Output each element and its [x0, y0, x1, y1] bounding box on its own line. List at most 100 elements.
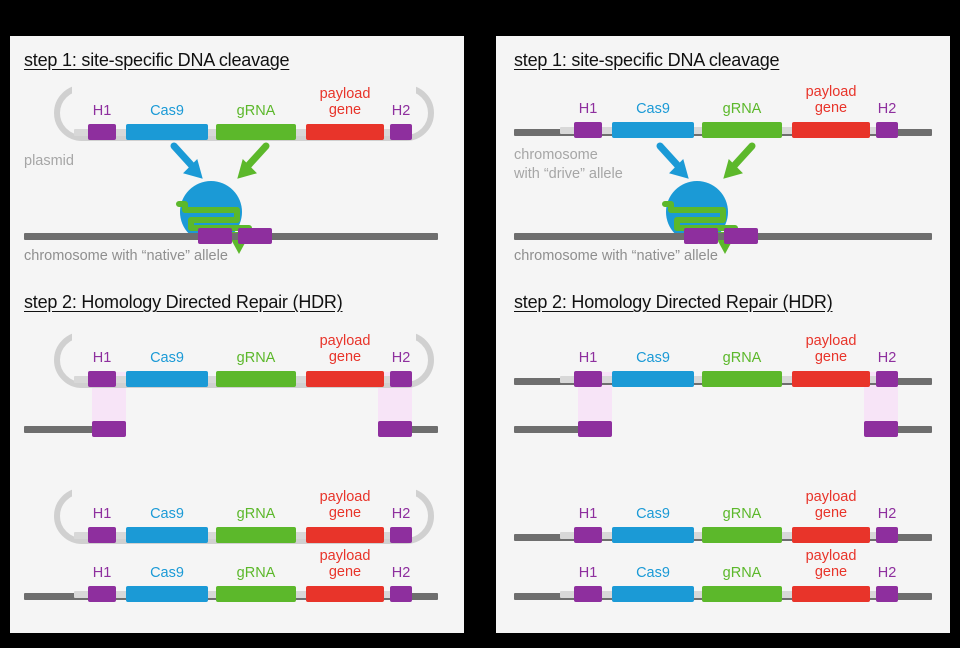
gene-label-cas9: Cas9	[636, 565, 670, 581]
gene-label-payload-line1: payload	[805, 84, 857, 100]
right-result-construct-2: H1 Cas9 gRNA payload gene H2	[560, 549, 898, 602]
gene-label-grna: gRNA	[722, 506, 762, 522]
gene-label-h2: H2	[877, 565, 897, 581]
cut-chromosome-h1-block	[92, 421, 126, 437]
gene-label-cas9: Cas9	[150, 103, 184, 119]
gene-label-h1: H1	[578, 565, 598, 581]
gene-label-cas9: Cas9	[150, 565, 184, 581]
arrow-cas9-to-complex	[170, 142, 203, 179]
panel-plasmid-drive: step 1: site-specific DNA cleavage H1 Ca…	[10, 36, 464, 633]
gene-block-h2	[390, 586, 412, 602]
gene-block-grna	[702, 586, 782, 602]
right-step2-title: step 2: Homology Directed Repair (HDR)	[514, 292, 833, 312]
gene-label-h2: H2	[877, 506, 897, 522]
gene-block-payload	[306, 527, 384, 543]
gene-label-h1: H1	[92, 506, 112, 522]
gene-label-h1: H1	[92, 350, 112, 366]
gene-block-h1	[88, 124, 116, 140]
gene-block-h1	[574, 122, 602, 138]
gene-label-h2: H2	[391, 103, 411, 119]
gene-block-h2	[390, 371, 412, 387]
gene-block-payload	[792, 371, 870, 387]
gene-label-h2: H2	[877, 101, 897, 117]
gene-label-payload-line2: gene	[328, 564, 362, 580]
gene-block-payload	[306, 371, 384, 387]
gene-block-grna	[216, 586, 296, 602]
gene-label-grna: gRNA	[722, 350, 762, 366]
gene-label-payload-line1: payload	[805, 548, 857, 564]
cut-chromosome-h2-block	[378, 421, 412, 437]
right-cut-chromosome-right-arm	[876, 426, 932, 433]
left-plasmid-label: plasmid	[24, 153, 74, 169]
gene-block-cas9	[612, 122, 694, 138]
gene-block-cas9	[126, 371, 208, 387]
gene-block-h2	[390, 124, 412, 140]
right-drive-chromosome-label-line1: chromosome	[514, 147, 598, 163]
gene-block-h1	[574, 371, 602, 387]
gene-block-payload	[792, 527, 870, 543]
target-site-block-2	[724, 228, 758, 244]
gene-label-h2: H2	[877, 350, 897, 366]
gene-label-payload-line1: payload	[805, 333, 857, 349]
gene-block-payload	[306, 124, 384, 140]
gene-label-h2: H2	[391, 506, 411, 522]
gene-block-h2	[876, 371, 898, 387]
gene-label-h2: H2	[391, 350, 411, 366]
gene-block-h1	[574, 527, 602, 543]
gene-label-payload-line2: gene	[814, 349, 848, 365]
gene-block-payload	[792, 122, 870, 138]
gene-label-cas9: Cas9	[636, 350, 670, 366]
gene-label-h1: H1	[578, 350, 598, 366]
gene-label-payload-line2: gene	[814, 564, 848, 580]
right-drive-chromosome-label-line2: with “drive” allele	[514, 166, 623, 182]
gene-block-grna	[216, 527, 296, 543]
gene-block-h2	[876, 586, 898, 602]
cut-chromosome-h2-block	[864, 421, 898, 437]
gene-block-cas9	[126, 527, 208, 543]
gene-label-h2: H2	[391, 565, 411, 581]
gene-label-h1: H1	[92, 565, 112, 581]
left-step1-title: step 1: site-specific DNA cleavage	[24, 50, 290, 70]
left-step1-loop-mask	[72, 85, 416, 125]
gene-label-cas9: Cas9	[636, 506, 670, 522]
left-step2-loop-mask	[72, 332, 416, 372]
gene-label-grna: gRNA	[236, 565, 276, 581]
arrow-grna-to-complex	[723, 142, 756, 179]
right-step2-donor-construct: H1 Cas9 gRNA payload gene H2	[560, 334, 898, 387]
gene-label-cas9: Cas9	[150, 350, 184, 366]
gene-label-payload-line1: payload	[319, 333, 371, 349]
gene-block-h1	[88, 527, 116, 543]
gene-label-grna: gRNA	[236, 350, 276, 366]
gene-block-h1	[88, 586, 116, 602]
left-result-plasmid-construct: H1 Cas9 gRNA payload gene H2	[74, 490, 412, 543]
gene-block-h2	[876, 527, 898, 543]
gene-label-payload-line2: gene	[328, 505, 362, 521]
right-result-construct-1: H1 Cas9 gRNA payload gene H2	[560, 490, 898, 543]
gene-label-payload-line1: payload	[319, 489, 371, 505]
gene-label-grna: gRNA	[722, 101, 762, 117]
gene-label-h1: H1	[578, 506, 598, 522]
gene-label-grna: gRNA	[236, 103, 276, 119]
gene-label-payload-line2: gene	[328, 102, 362, 118]
gene-label-payload-line2: gene	[328, 349, 362, 365]
gene-block-cas9	[612, 527, 694, 543]
gene-block-cas9	[126, 586, 208, 602]
target-site-block-1	[684, 228, 718, 244]
gene-block-grna	[702, 527, 782, 543]
gene-label-payload-line1: payload	[319, 86, 371, 102]
target-site-block-2	[238, 228, 272, 244]
gene-block-grna	[702, 122, 782, 138]
gene-block-h1	[88, 371, 116, 387]
left-cut-chromosome-right-arm	[390, 426, 438, 433]
gene-label-payload-line2: gene	[814, 100, 848, 116]
gene-label-payload-line1: payload	[319, 548, 371, 564]
gene-block-h1	[574, 586, 602, 602]
panel-chromosomal-drive: step 1: site-specific DNA cleavage H1 Ca…	[496, 36, 950, 633]
gene-label-cas9: Cas9	[636, 101, 670, 117]
left-converted-chromosome-construct: H1 Cas9 gRNA payload gene H2	[74, 549, 412, 602]
left-step2-donor-construct: H1 Cas9 gRNA payload gene H2	[74, 334, 412, 387]
gene-label-grna: gRNA	[722, 565, 762, 581]
gene-label-payload-line2: gene	[814, 505, 848, 521]
gene-label-grna: gRNA	[236, 506, 276, 522]
